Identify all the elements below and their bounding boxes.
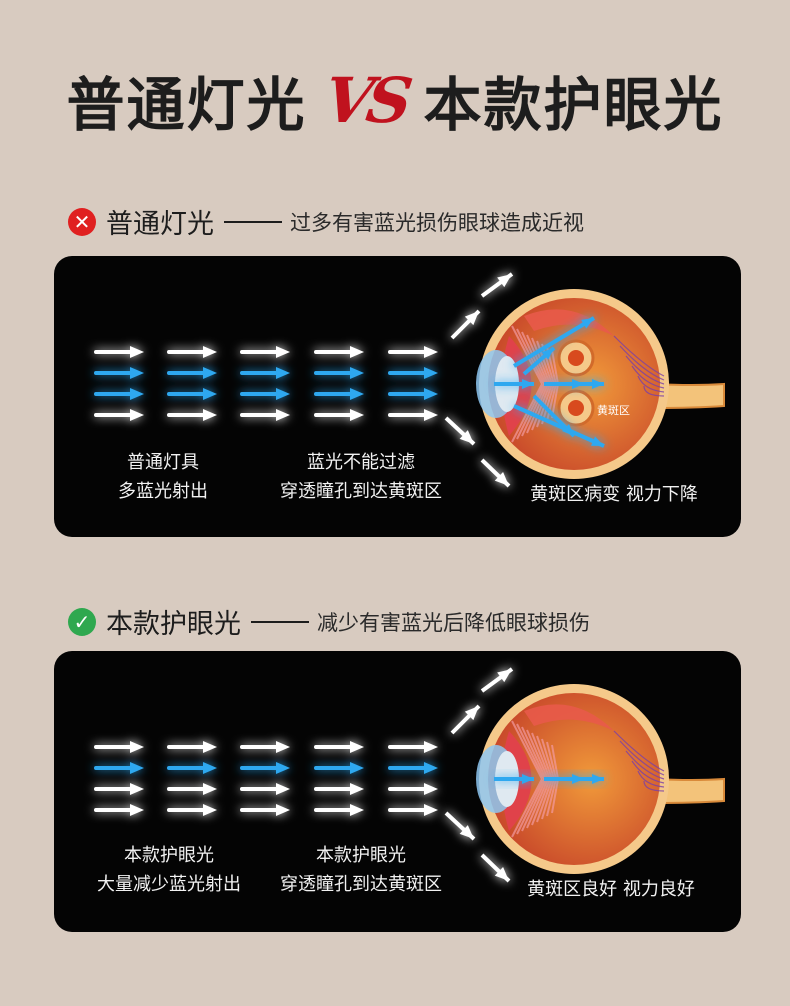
light-arrows — [94, 741, 438, 816]
white-light-arrow — [94, 804, 144, 816]
cross-icon: ✕ — [68, 207, 96, 236]
section-bad-name: 普通灯光 — [106, 209, 214, 240]
section-bad-desc: 过多有害蓝光损伤眼球造成近视 — [290, 210, 584, 235]
blue-light-arrow — [240, 388, 290, 400]
caption-line: 穿透瞳孔到达黄斑区 — [280, 481, 442, 502]
white-light-arrow — [388, 783, 438, 795]
panel-ordinary-light: 普通灯具 多蓝光射出 蓝光不能过滤 穿透瞳孔到达黄斑区 黄斑区病变 视力下降 黄… — [54, 256, 741, 537]
check-icon: ✓ — [68, 607, 96, 636]
blue-light-illustration — [94, 272, 725, 488]
white-light-arrow — [388, 409, 438, 421]
caption-result: 黄斑区病变 视力下降 — [530, 484, 698, 505]
white-light-arrow — [240, 346, 290, 358]
white-light-arrow — [314, 804, 364, 816]
white-light-arrow — [94, 409, 144, 421]
blue-light-arrow — [167, 762, 217, 774]
blue-ray — [513, 404, 605, 448]
blue-ray — [569, 379, 604, 389]
blue-light-arrow — [388, 388, 438, 400]
section-good-desc: 减少有害蓝光后降低眼球损伤 — [317, 610, 590, 635]
blue-ray — [494, 379, 534, 389]
white-light-arrow — [240, 804, 290, 816]
blue-ray — [532, 394, 576, 438]
blue-light-arrow — [167, 367, 217, 379]
caption-penetrate: 本款护眼光 穿透瞳孔到达黄斑区 — [266, 841, 456, 899]
blue-light-arrow — [240, 367, 290, 379]
caption-line: 普通灯具 — [127, 452, 199, 473]
blue-ray — [512, 316, 596, 368]
white-light-arrow — [167, 346, 217, 358]
white-light-arrow — [314, 783, 364, 795]
section-good-heading: ✓ 本款护眼光 减少有害蓝光后降低眼球损伤 — [68, 602, 590, 641]
section-bad-heading: ✕ 普通灯光 过多有害蓝光损伤眼球造成近视 — [68, 202, 584, 241]
blue-ray — [569, 774, 604, 784]
filtered-light-illustration — [94, 667, 725, 883]
white-light-arrow — [94, 346, 144, 358]
deflected-light-arrow — [444, 811, 476, 841]
deflected-light-arrow — [480, 272, 514, 298]
blue-light-arrow — [240, 762, 290, 774]
white-light-arrow — [167, 783, 217, 795]
deflected-light-arrow — [450, 704, 481, 735]
title-right: 本款护眼光 — [423, 71, 724, 139]
blue-light-arrow — [388, 367, 438, 379]
blue-light-arrow — [314, 762, 364, 774]
caption-line: 本款护眼光 — [124, 845, 214, 866]
macula-label: 黄斑区 — [597, 404, 630, 417]
vs-mark: VS — [319, 63, 411, 137]
deflected-light-arrow — [480, 667, 514, 693]
caption-result: 黄斑区良好 视力良好 — [527, 879, 695, 900]
blue-light-arrow — [167, 388, 217, 400]
caption-lamp: 普通灯具 多蓝光射出 — [98, 448, 228, 506]
blue-light-arrow — [388, 762, 438, 774]
title-left: 普通灯光 — [66, 71, 307, 139]
caption-penetrate: 蓝光不能过滤 穿透瞳孔到达黄斑区 — [266, 448, 456, 506]
caption-line: 本款护眼光 — [316, 845, 406, 866]
light-arrows — [94, 346, 438, 421]
caption-line: 大量减少蓝光射出 — [97, 874, 241, 895]
blue-rays-inside-eye — [494, 774, 604, 784]
white-light-arrow — [167, 741, 217, 753]
page-title: 普通灯光 VS 本款护眼光 — [0, 58, 790, 142]
blue-light-arrow — [314, 367, 364, 379]
white-light-arrow — [240, 783, 290, 795]
caption-line: 多蓝光射出 — [118, 481, 208, 502]
caption-line: 蓝光不能过滤 — [307, 452, 415, 473]
white-light-arrow — [167, 804, 217, 816]
white-light-arrow — [314, 741, 364, 753]
blue-light-arrow — [94, 388, 144, 400]
deflected-light-arrow — [480, 853, 511, 883]
white-light-arrow — [314, 346, 364, 358]
divider-dash — [224, 220, 282, 223]
deflected-light-arrow — [450, 309, 481, 340]
blue-light-arrow — [94, 367, 144, 379]
white-light-arrow — [94, 783, 144, 795]
section-good-name: 本款护眼光 — [106, 609, 241, 640]
divider-dash — [251, 620, 309, 623]
blue-light-arrow — [314, 388, 364, 400]
blue-ray — [522, 346, 556, 376]
blue-light-arrow — [94, 762, 144, 774]
deflected-light-arrow — [444, 416, 476, 446]
blue-rays-inside-eye — [494, 316, 605, 448]
macula-lesion — [557, 339, 595, 427]
caption-line: 穿透瞳孔到达黄斑区 — [280, 874, 442, 895]
blue-ray — [494, 774, 534, 784]
white-light-arrow — [388, 804, 438, 816]
white-light-arrow — [388, 741, 438, 753]
deflected-light-arrow — [480, 458, 511, 488]
deflected-arrows — [444, 272, 514, 488]
white-light-arrow — [167, 409, 217, 421]
white-light-arrow — [240, 741, 290, 753]
white-light-arrow — [94, 741, 144, 753]
white-light-arrow — [314, 409, 364, 421]
white-light-arrow — [388, 346, 438, 358]
deflected-arrows — [444, 667, 514, 883]
panel-eye-care-light: 本款护眼光 大量减少蓝光射出 本款护眼光 穿透瞳孔到达黄斑区 黄斑区良好 视力良… — [54, 651, 741, 932]
white-light-arrow — [240, 409, 290, 421]
caption-lamp: 本款护眼光 大量减少蓝光射出 — [94, 841, 244, 899]
